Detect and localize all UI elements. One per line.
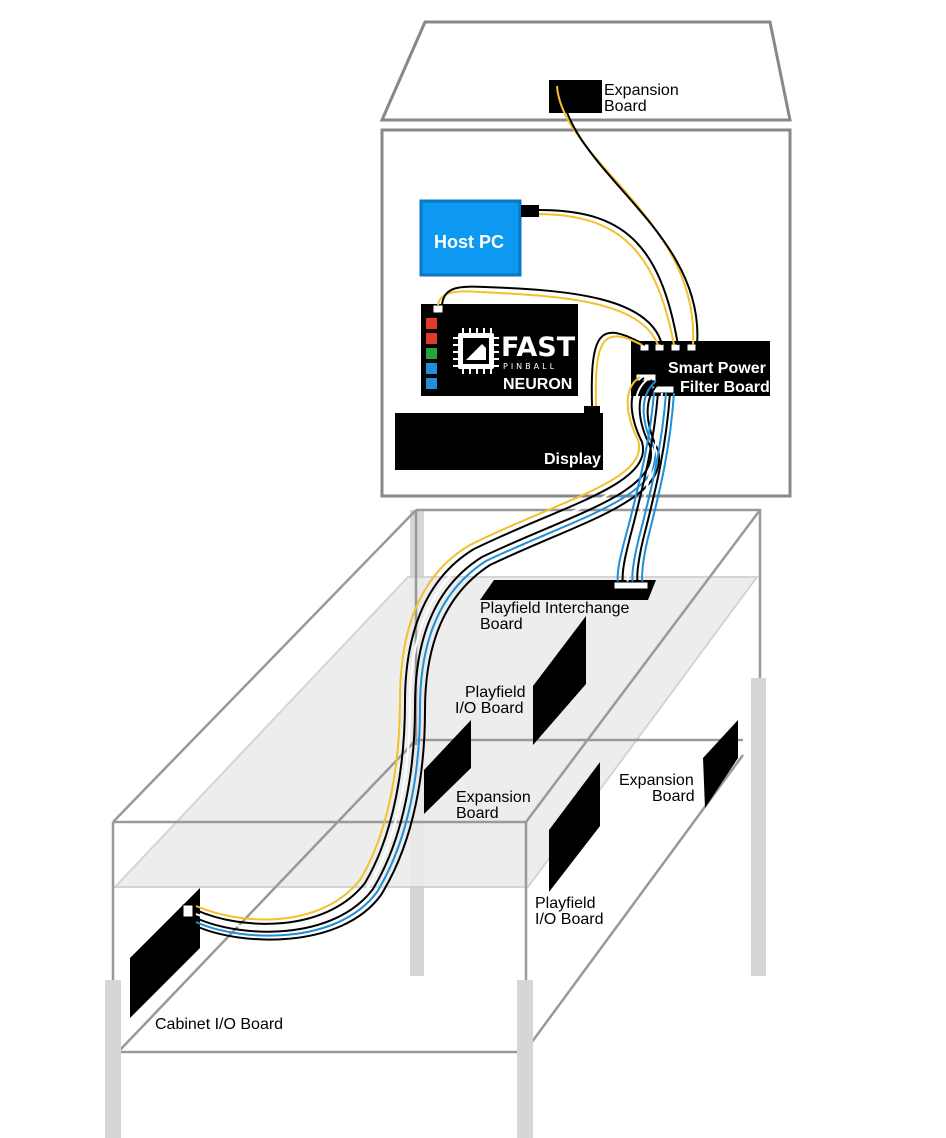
wire-display-power xyxy=(590,331,646,407)
playfield-interchange-board xyxy=(480,580,656,600)
fast-logo-subtext: PINBALL xyxy=(503,362,557,371)
display xyxy=(395,413,603,470)
fast-chip-icon xyxy=(453,328,499,374)
playfield-plane xyxy=(112,576,759,888)
host-pc-label: Host PC xyxy=(434,232,504,252)
host-pc xyxy=(419,199,522,277)
fast-logo-text: FAST xyxy=(501,332,576,363)
expansion-board-top xyxy=(549,80,602,113)
neuron-label: NEURON xyxy=(503,376,572,393)
smart-power-label: Smart Power Filter Board xyxy=(668,360,770,396)
neuron-connector xyxy=(432,304,444,314)
expansion-right-label: Expansion Board xyxy=(619,772,698,805)
playfield-io-board-upper xyxy=(533,616,586,745)
wire-cabinet-io xyxy=(195,376,661,941)
neuron-led xyxy=(426,378,437,389)
neuron-led xyxy=(426,348,437,359)
display-connector xyxy=(584,406,600,415)
playfield-io-upper-label: Playfield I/O Board xyxy=(455,684,530,717)
expansion-board-right xyxy=(703,720,738,808)
wire-host-pc-usb xyxy=(538,209,679,346)
neuron-led xyxy=(426,318,437,329)
neuron-status-leds xyxy=(426,318,437,389)
cabinet-io-label: Cabinet I/O Board xyxy=(155,1016,283,1033)
cabinet-io-board xyxy=(130,888,200,1018)
neuron-led xyxy=(426,363,437,374)
wire-neuron-power xyxy=(437,285,663,346)
cabinet-leg-front-left xyxy=(105,980,121,1138)
playfield-io-board-lower xyxy=(549,762,600,892)
neuron-led xyxy=(426,333,437,344)
playfield-interchange-label: Playfield Interchange Board xyxy=(480,600,634,633)
wire-expansion-top xyxy=(556,85,699,346)
expansion-board-mid xyxy=(424,720,471,814)
cabinet-leg-back-right xyxy=(751,678,766,976)
wire-playfield-interchange xyxy=(616,392,675,585)
display-label: Display xyxy=(544,451,601,468)
cabinet-leg-front-right xyxy=(517,980,533,1138)
backbox-topper xyxy=(379,20,792,122)
backbox-frame xyxy=(380,128,792,498)
expansion-board-top-label: Expansion Board xyxy=(604,82,683,115)
playfield-io-lower-label: Playfield I/O Board xyxy=(535,895,603,928)
expansion-mid-label: Expansion Board xyxy=(456,789,535,822)
host-pc-usb-plug xyxy=(521,205,539,217)
cabinet-io-connector xyxy=(182,904,194,918)
interchange-connector xyxy=(613,581,649,590)
neuron-controller: FAST PINBALL NEURON xyxy=(421,304,578,396)
